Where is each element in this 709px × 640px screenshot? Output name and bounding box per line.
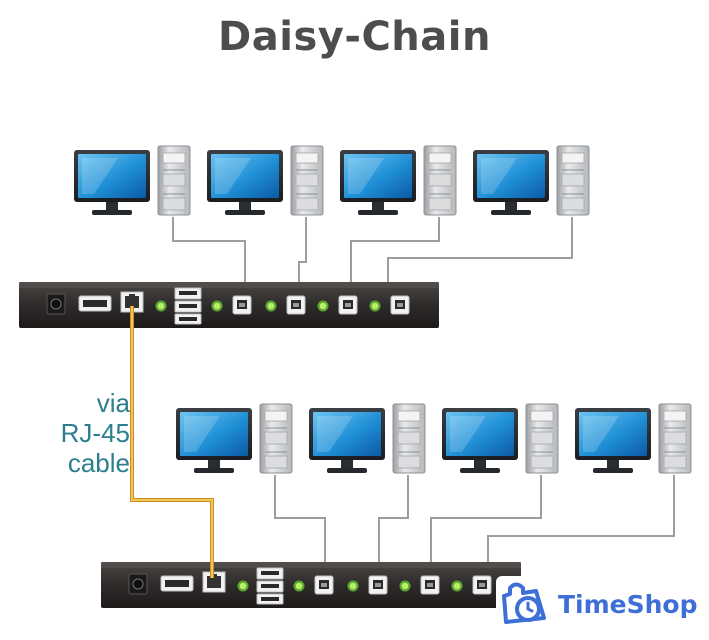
bottom-cables <box>274 475 675 575</box>
bottom-kvm-switch <box>101 562 521 608</box>
timeshop-logo-icon <box>496 576 554 632</box>
bottom-computer-2 <box>308 403 426 474</box>
top-computer-3 <box>339 145 457 216</box>
top-computer-2 <box>206 145 324 216</box>
rj45-cable <box>130 306 214 578</box>
rj45-link-label: via RJ-45 cable <box>30 388 130 478</box>
link-label-line-3: cable <box>67 448 130 478</box>
bottom-computer-3 <box>441 403 559 474</box>
top-computer-1 <box>73 145 191 216</box>
link-label-line-1: via <box>96 388 130 418</box>
bottom-computer-4 <box>574 403 692 474</box>
top-cables <box>172 217 573 296</box>
link-label-line-2: RJ-45 <box>60 418 130 448</box>
bottom-computer-1 <box>175 403 293 474</box>
top-kvm-switch <box>19 282 439 328</box>
diagram-title: Daisy-Chain <box>218 14 491 60</box>
timeshop-watermark: TimeShop <box>496 568 709 640</box>
watermark-text: TimeShop <box>558 589 698 619</box>
top-computer-4 <box>472 145 590 216</box>
